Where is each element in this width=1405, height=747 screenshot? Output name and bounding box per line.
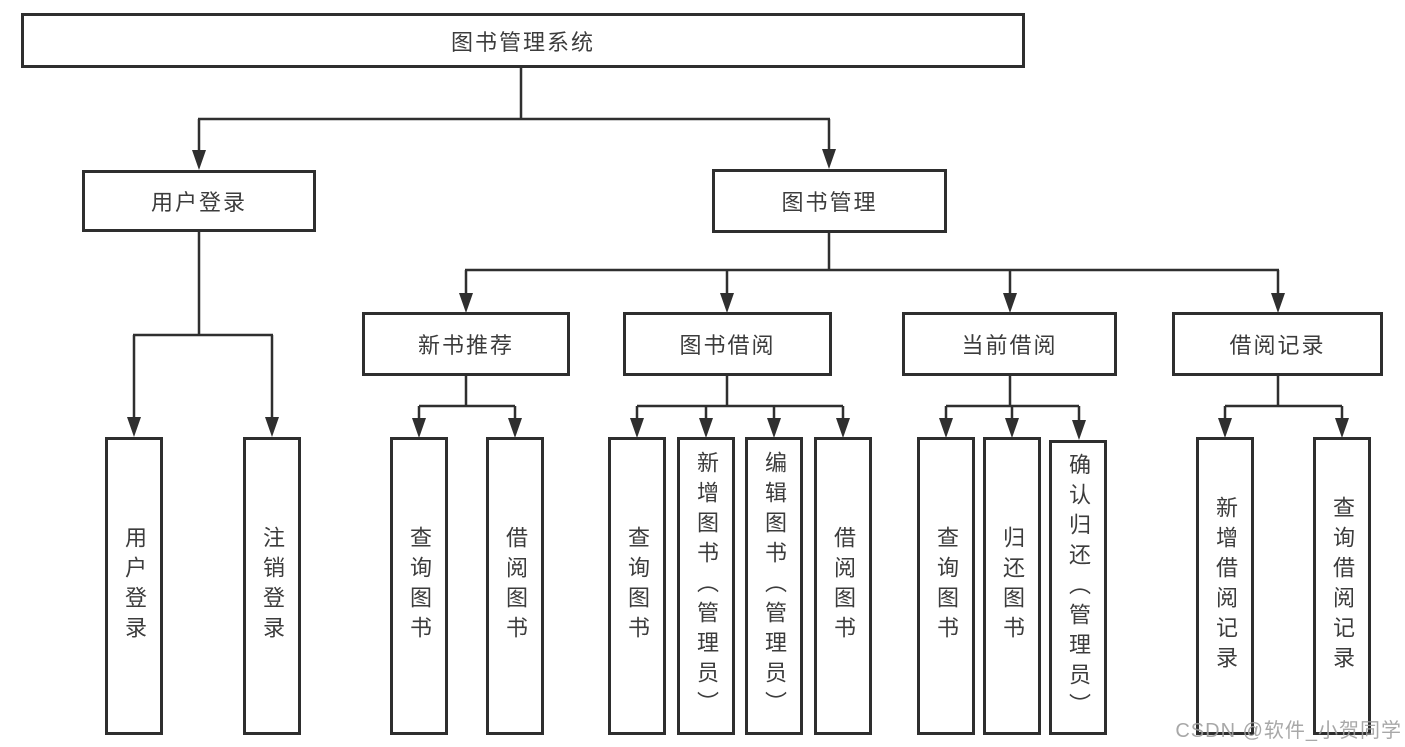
leaf-return-books: 归还图书 <box>983 437 1041 735</box>
node-label: 用户登录 <box>122 526 147 646</box>
node-label: 图书借阅 <box>679 333 776 358</box>
node-label: 新增借阅记录 <box>1213 496 1238 676</box>
leaf-logout: 注销登录 <box>243 437 301 735</box>
node-label: 图书管理系统 <box>450 29 595 55</box>
leaf-confirm-return-admin: 确认归还（管理员） <box>1049 440 1107 735</box>
node-user-login: 用户登录 <box>82 170 316 232</box>
node-label: 查询图书 <box>934 526 959 646</box>
node-book-borrowing: 图书借阅 <box>623 312 832 376</box>
node-label: 查询图书 <box>625 526 650 646</box>
leaf-borrow-books-recommend: 借阅图书 <box>486 437 544 735</box>
node-label: 确认归还（管理员） <box>1066 452 1091 723</box>
watermark: CSDN @软件_小贺同学 <box>1175 714 1402 743</box>
connector-path <box>132 68 1344 423</box>
leaf-query-books-recommend: 查询图书 <box>390 437 448 735</box>
leaf-borrow-books: 借阅图书 <box>814 437 872 735</box>
node-label: 归还图书 <box>1000 526 1025 646</box>
node-label: 借阅图书 <box>503 526 528 646</box>
leaf-query-books-current: 查询图书 <box>917 437 975 735</box>
node-label: 借阅记录 <box>1229 333 1326 358</box>
node-label: 查询图书 <box>407 526 432 646</box>
node-label: 新增图书（管理员） <box>694 451 719 721</box>
node-label: 注销登录 <box>260 526 285 646</box>
node-current-borrowing: 当前借阅 <box>902 312 1117 376</box>
node-label: 用户登录 <box>150 190 247 215</box>
node-label: 编辑图书（管理员） <box>762 451 787 721</box>
node-label: 新书推荐 <box>417 333 514 358</box>
leaf-query-books-borrowing: 查询图书 <box>608 437 666 735</box>
leaf-edit-books-admin: 编辑图书（管理员） <box>745 437 803 735</box>
node-label: 借阅图书 <box>831 526 856 646</box>
node-label: 当前借阅 <box>961 333 1058 358</box>
node-new-book-recommend: 新书推荐 <box>362 312 570 376</box>
node-book-management: 图书管理 <box>712 169 947 233</box>
node-library-system: 图书管理系统 <box>21 13 1025 68</box>
node-label: 查询借阅记录 <box>1330 496 1355 676</box>
leaf-add-books-admin: 新增图书（管理员） <box>677 437 735 735</box>
leaf-query-borrow-record: 查询借阅记录 <box>1313 437 1371 735</box>
leaf-user-login: 用户登录 <box>105 437 163 735</box>
node-borrowing-records: 借阅记录 <box>1172 312 1383 376</box>
watermark-text: CSDN @软件_小贺同学 <box>1175 720 1402 742</box>
leaf-add-borrow-record: 新增借阅记录 <box>1196 437 1254 735</box>
node-label: 图书管理 <box>781 190 878 215</box>
